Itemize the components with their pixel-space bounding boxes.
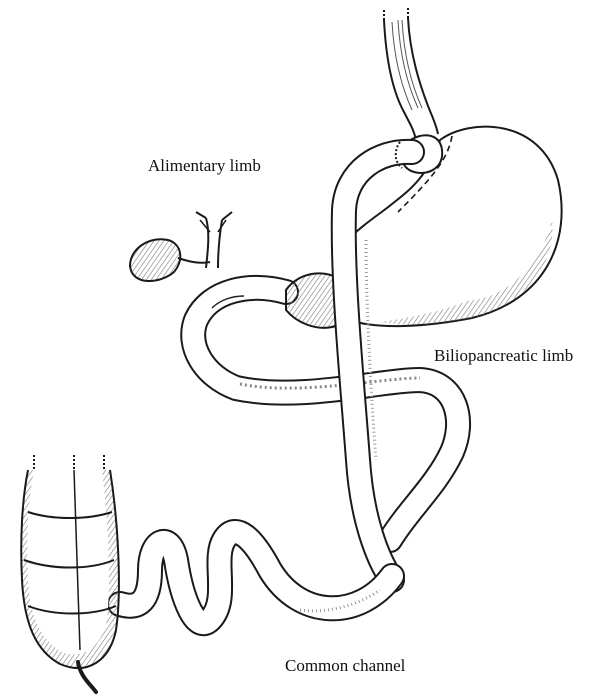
alimentary-limb-label: Alimentary limb (148, 156, 261, 176)
esophagus (384, 8, 438, 140)
common-channel-label: Common channel (285, 656, 405, 676)
common-channel (120, 532, 392, 623)
gallbladder (130, 212, 232, 281)
colon (21, 455, 119, 692)
biliopancreatic-limb-label: Biliopancreatic limb (434, 346, 573, 366)
